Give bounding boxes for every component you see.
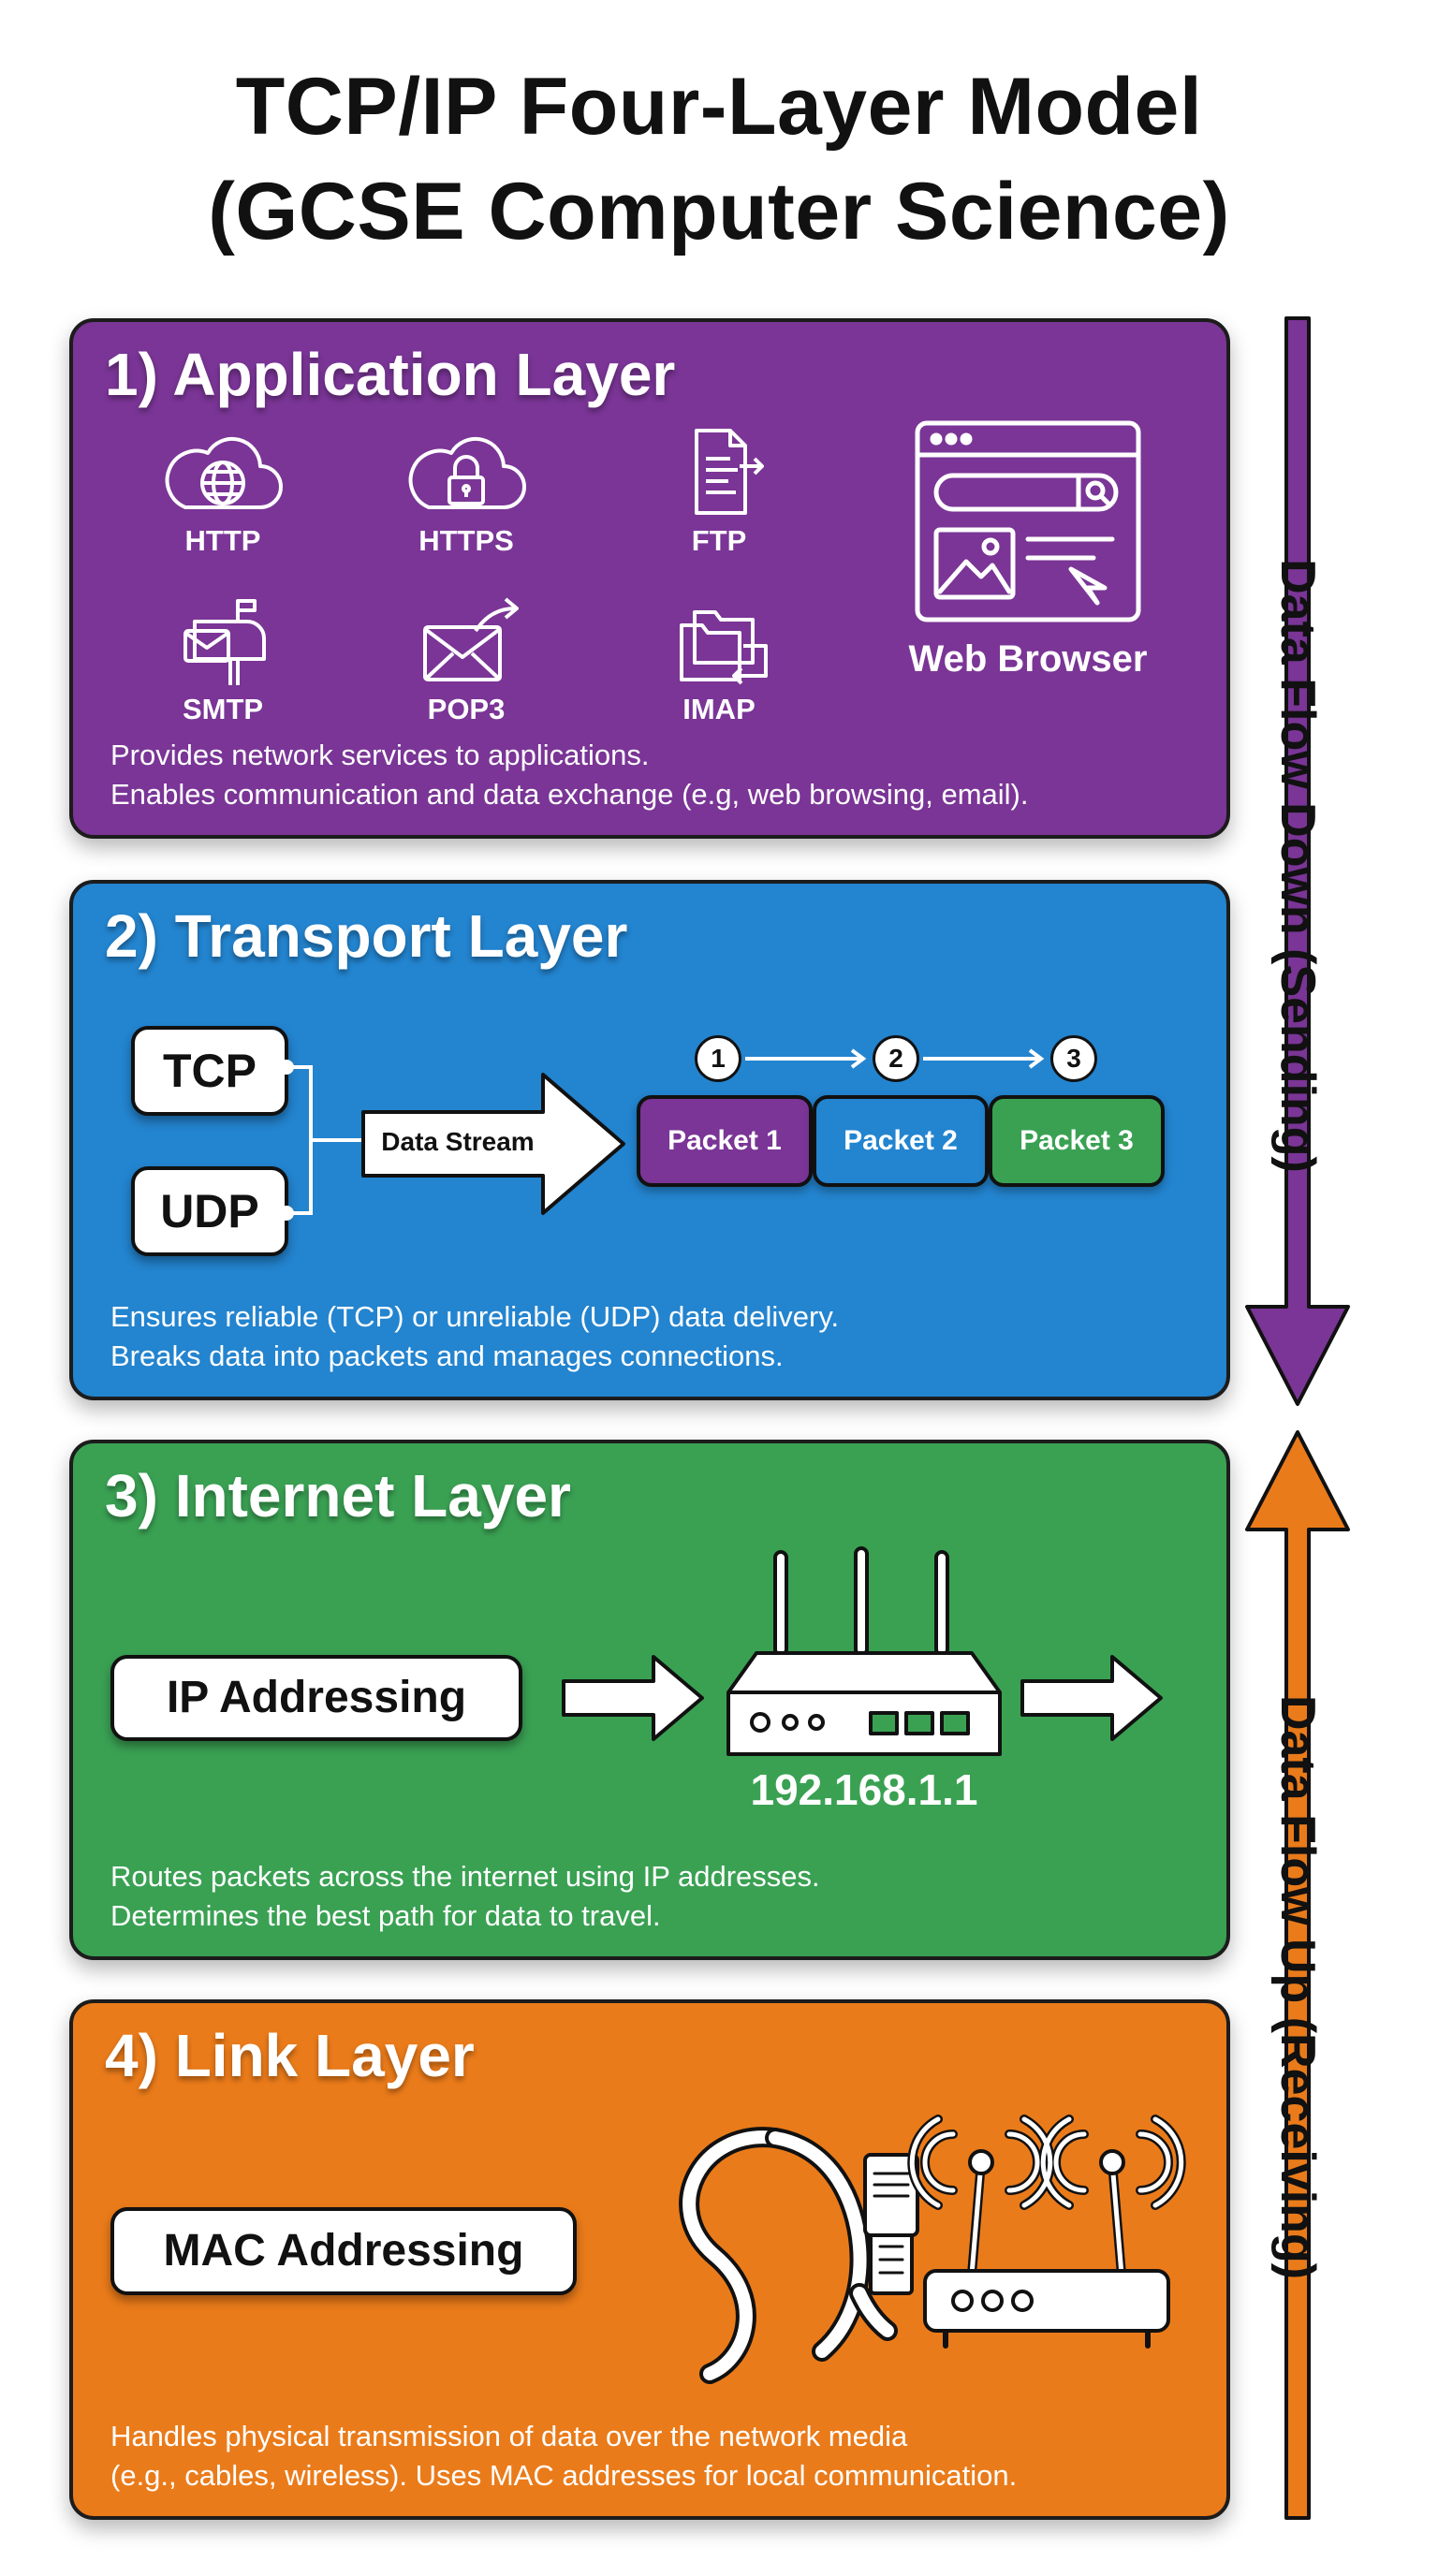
step-arrows [745,1048,1045,1069]
arrow-into-router [562,1655,704,1741]
transport-desc-line-1: Ensures reliable (TCP) or unreliable (UD… [110,1300,840,1333]
smtp-label: SMTP [182,693,264,725]
file-transfer-icon [695,429,764,515]
wireless-router-icon [907,2115,1186,2349]
router-icon [726,1546,1002,1756]
internet-layer-description: Routes packets across the internet using… [110,1857,820,1936]
ethernet-cable-icon [679,2127,919,2384]
transport-layer: 2) Transport Layer TCP UDP Data Stream 1… [69,880,1230,1400]
http-label: HTTP [184,524,261,557]
step-1-badge: 1 [695,1035,741,1082]
packet-2: Packet 2 [813,1095,989,1187]
cloud-globe-icon [165,436,283,509]
cloud-lock-icon [408,436,526,509]
transport-layer-description: Ensures reliable (TCP) or unreliable (UD… [110,1297,839,1376]
web-browser-icon [915,420,1141,622]
step-2-badge: 2 [873,1035,919,1082]
link-desc-line-2: (e.g., cables, wireless). Uses MAC addre… [110,2459,1018,2492]
link-layer-description: Handles physical transmission of data ov… [110,2417,1017,2496]
ftp-label: FTP [691,524,747,557]
application-layer-title: 1) Application Layer [105,341,676,408]
internet-layer-title: 3) Internet Layer [105,1462,571,1530]
ip-addressing-box: IP Addressing [110,1655,522,1741]
link-layer-title: 4) Link Layer [105,2022,475,2089]
page-title: TCP/IP Four-Layer Model (GCSE Computer S… [0,54,1438,264]
folders-sync-icon [680,610,768,685]
udp-box: UDP [131,1166,288,1256]
packet-1: Packet 1 [637,1095,813,1187]
application-layer: 1) Application Layer HTTP HTTPS [69,318,1230,839]
imap-protocol: IMAP [625,593,813,728]
protocol-connector [281,1060,365,1221]
transport-layer-title: 2) Transport Layer [105,902,628,970]
pop3-label: POP3 [427,693,506,725]
data-flow-up-arrow [1245,1430,1350,2520]
title-line-1: TCP/IP Four-Layer Model [235,62,1203,152]
transport-desc-line-2: Breaks data into packets and manages con… [110,1339,784,1372]
http-protocol: HTTP [129,425,316,560]
internet-desc-line-1: Routes packets across the internet using… [110,1860,820,1893]
https-protocol: HTTPS [373,425,560,560]
step-3-badge: 3 [1050,1035,1097,1082]
ftp-protocol: FTP [625,425,813,560]
link-layer: 4) Link Layer MAC Addressing [69,1999,1230,2520]
application-layer-description: Provides network services to application… [110,736,1029,814]
mailbox-icon [183,599,266,685]
arrow-out-of-router [1020,1655,1163,1741]
internet-desc-line-2: Determines the best path for data to tra… [110,1899,661,1932]
data-stream-arrow [361,1073,625,1215]
title-line-2: (GCSE Computer Science) [208,167,1230,256]
mac-addressing-box: MAC Addressing [110,2207,577,2295]
data-flow-down-label: Data Flow Down (Sending) [1270,559,1325,1173]
imap-label: IMAP [682,693,756,725]
https-label: HTTPS [418,524,514,557]
envelope-send-icon [423,597,519,681]
smtp-protocol: SMTP [129,593,316,728]
pop3-protocol: POP3 [373,593,560,728]
tcp-box: TCP [131,1026,288,1116]
data-flow-down-arrow [1245,316,1350,1406]
internet-layer: 3) Internet Layer IP Addressing 192.168.… [69,1440,1230,1960]
data-flow-up-label: Data Flow Up (Receiving) [1270,1694,1325,2280]
web-browser: Web Browser [888,416,1168,682]
web-browser-label: Web Browser [908,638,1148,680]
application-desc-line-1: Provides network services to application… [110,739,650,771]
data-stream-label: Data Stream [381,1127,535,1156]
link-desc-line-1: Handles physical transmission of data ov… [110,2420,908,2452]
application-desc-line-2: Enables communication and data exchange … [110,778,1029,811]
packet-3: Packet 3 [989,1095,1165,1187]
router-ip-address: 192.168.1.1 [750,1765,978,1814]
